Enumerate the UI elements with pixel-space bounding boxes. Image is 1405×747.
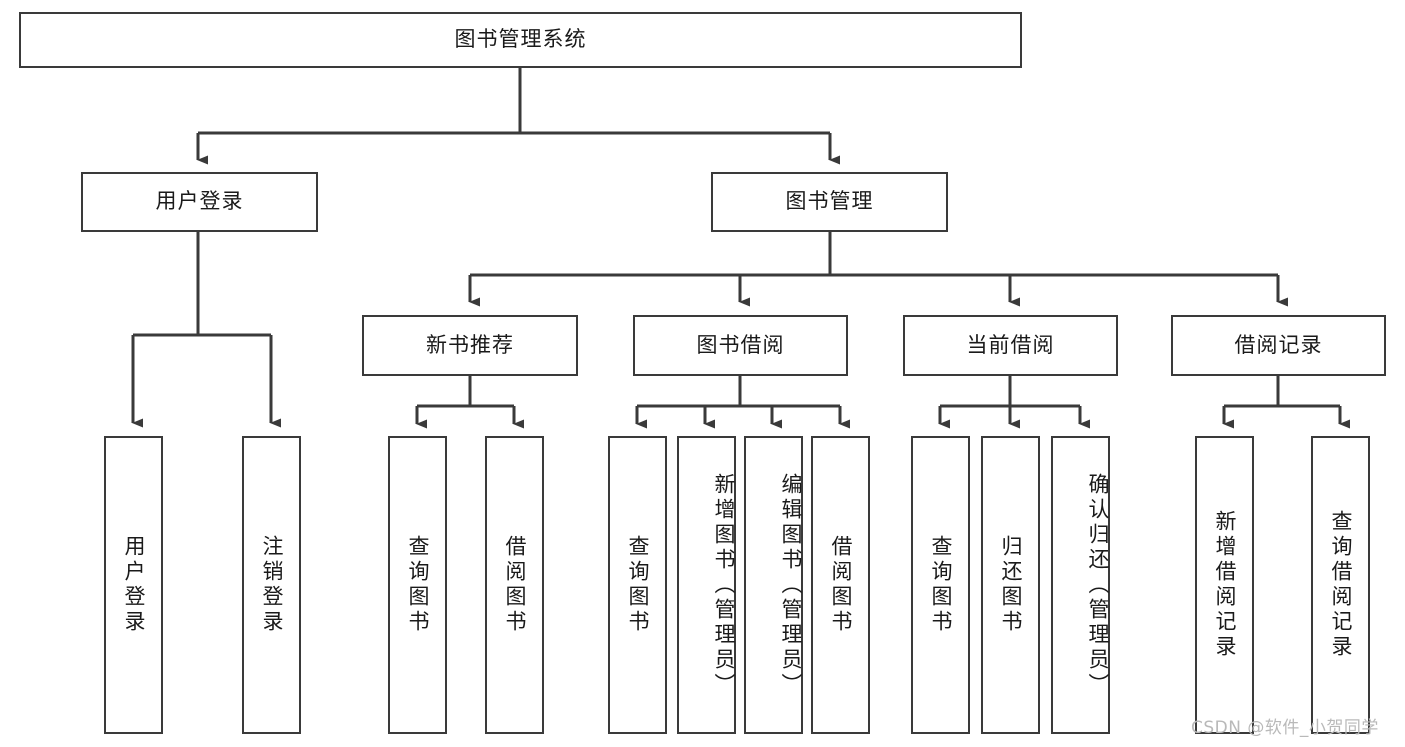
leaf-borrow-book-borrow[interactable]: 借阅图书 [811,436,870,734]
leaf-query-book-borrow[interactable]: 查询图书 [608,436,667,734]
node-label: 借阅记录 [1234,332,1323,357]
leaf-query-book-current[interactable]: 查询图书 [911,436,970,734]
leaf-edit-book-admin[interactable]: 编辑图书（管理员） [744,436,803,734]
node-label: 图书管理 [785,189,874,214]
node-label: 新增图书（管理员） [712,472,736,698]
leaf-query-borrow-record[interactable]: 查询借阅记录 [1311,436,1370,734]
node-label: 编辑图书（管理员） [779,472,803,698]
node-label: 用户登录 [122,535,146,635]
leaf-add-book-admin[interactable]: 新增图书（管理员） [677,436,736,734]
leaf-confirm-return-admin[interactable]: 确认归还（管理员） [1051,436,1110,734]
node-new-book-recommend[interactable]: 新书推荐 [362,315,578,376]
node-label: 图书借阅 [696,332,785,357]
node-label: 确认归还（管理员） [1086,472,1110,698]
node-label: 注销登录 [260,535,284,635]
node-label: 借阅图书 [829,535,853,635]
leaf-user-login[interactable]: 用户登录 [104,436,163,734]
node-root-book-management-system[interactable]: 图书管理系统 [19,12,1022,68]
leaf-query-book-newbook[interactable]: 查询图书 [388,436,447,734]
node-book-borrow[interactable]: 图书借阅 [633,315,848,376]
node-label: 当前借阅 [966,332,1055,357]
node-label: 查询图书 [406,535,430,635]
node-label: 借阅图书 [503,535,527,635]
node-user-login[interactable]: 用户登录 [81,172,318,232]
node-current-borrow[interactable]: 当前借阅 [903,315,1118,376]
node-label: 图书管理系统 [454,27,587,52]
node-borrow-record[interactable]: 借阅记录 [1171,315,1386,376]
node-label: 归还图书 [999,535,1023,635]
node-label: 查询借阅记录 [1329,510,1353,660]
leaf-logout-login[interactable]: 注销登录 [242,436,301,734]
leaf-borrow-book-newbook[interactable]: 借阅图书 [485,436,544,734]
node-label: 查询图书 [929,535,953,635]
leaf-return-book[interactable]: 归还图书 [981,436,1040,734]
node-label: 查询图书 [626,535,650,635]
node-label: 新书推荐 [426,332,514,357]
leaf-add-borrow-record[interactable]: 新增借阅记录 [1195,436,1254,734]
watermark-csdn: CSDN @软件_小贺同学 [1191,718,1379,738]
node-book-management[interactable]: 图书管理 [711,172,948,232]
node-label: 用户登录 [155,189,244,214]
node-label: 新增借阅记录 [1213,510,1237,660]
